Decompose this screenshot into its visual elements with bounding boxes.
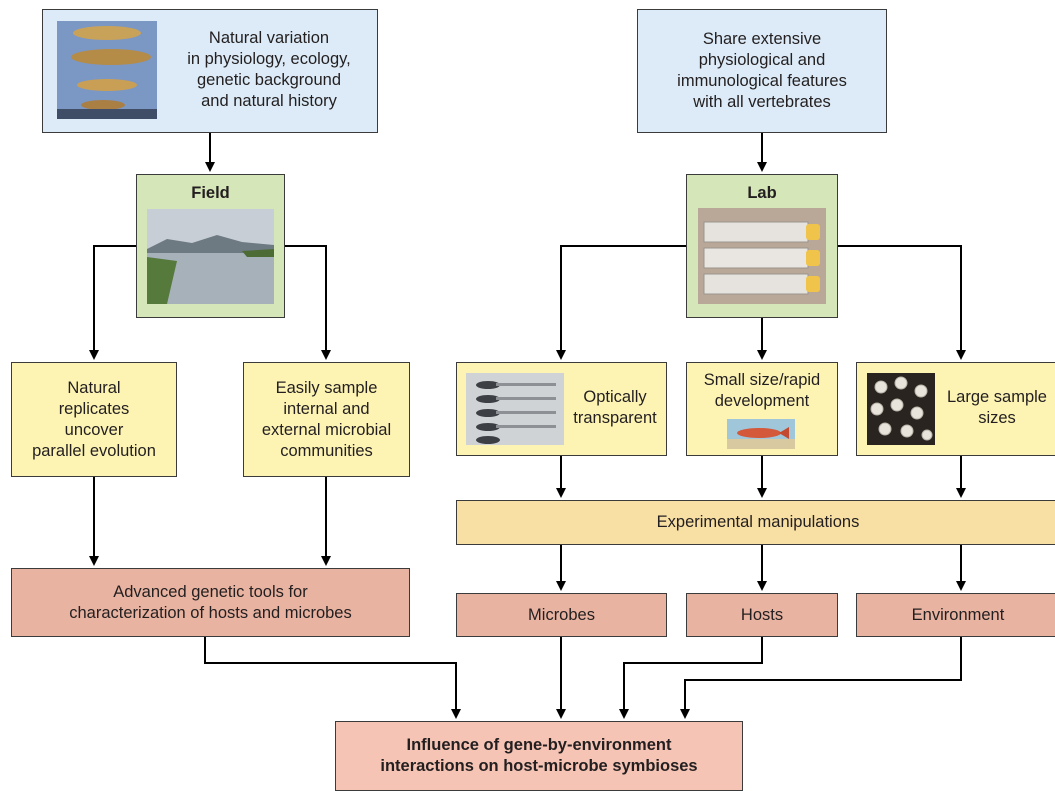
- natural-variation-box: Natural variation in physiology, ecology…: [42, 9, 378, 133]
- large-sample-box: Large sample sizes: [856, 362, 1055, 456]
- field-box: Field: [136, 174, 285, 318]
- optically-transparent-box: Optically transparent: [456, 362, 667, 456]
- easily-sample-box: Easily sample internal and external micr…: [243, 362, 410, 477]
- environment-text: Environment: [911, 605, 1005, 624]
- field-label: Field: [191, 184, 230, 202]
- experimental-manipulations-text: Experimental manipulations: [656, 513, 860, 531]
- small-fish-image: [727, 419, 795, 449]
- hosts-box: Hosts: [686, 593, 838, 637]
- arrow-field-to-replicates: [89, 245, 136, 360]
- microbes-box: Microbes: [456, 593, 667, 637]
- environment-box: Environment: [856, 593, 1055, 637]
- share-features-text: Share extensive physiological and immuno…: [677, 30, 847, 111]
- embryos-image: [867, 373, 935, 445]
- arrow-lab-to-transparent: [556, 245, 686, 360]
- natural-replicates-text: Natural replicates uncover parallel evol…: [32, 378, 156, 460]
- lab-box: Lab: [686, 174, 838, 318]
- fish-in-hands-image: [57, 21, 157, 119]
- arrow-hosts-to-influence: [619, 637, 763, 719]
- advanced-genetic-tools-box: Advanced genetic tools for characterizat…: [11, 568, 410, 637]
- arrow-environment-to-influence: [680, 637, 962, 719]
- small-size-box: Small size/rapid development: [686, 362, 838, 456]
- natural-variation-text: Natural variation in physiology, ecology…: [187, 29, 351, 110]
- arrow-tools-to-influence: [204, 637, 461, 719]
- larvae-image: [466, 373, 564, 445]
- hosts-text: Hosts: [740, 605, 784, 624]
- optically-transparent-text: Optically transparent: [573, 388, 657, 427]
- natural-replicates-box: Natural replicates uncover parallel evol…: [11, 362, 177, 477]
- culture-flasks-image: [698, 208, 826, 304]
- share-features-box: Share extensive physiological and immuno…: [637, 9, 887, 133]
- microbes-text: Microbes: [528, 605, 595, 624]
- arrow-field-to-sample: [285, 245, 331, 360]
- large-sample-text: Large sample sizes: [947, 388, 1047, 427]
- influence-text: Influence of gene-by-environment interac…: [380, 736, 698, 775]
- experimental-manipulations-box: Experimental manipulations: [456, 500, 1055, 545]
- easily-sample-text: Easily sample internal and external micr…: [261, 378, 392, 460]
- advanced-genetic-tools-text: Advanced genetic tools for characterizat…: [69, 582, 352, 622]
- arrow-lab-to-large: [838, 245, 966, 360]
- small-size-text: Small size/rapid development: [703, 371, 821, 410]
- lab-label: Lab: [747, 184, 777, 202]
- lake-image: [147, 209, 274, 304]
- influence-box: Influence of gene-by-environment interac…: [335, 721, 743, 791]
